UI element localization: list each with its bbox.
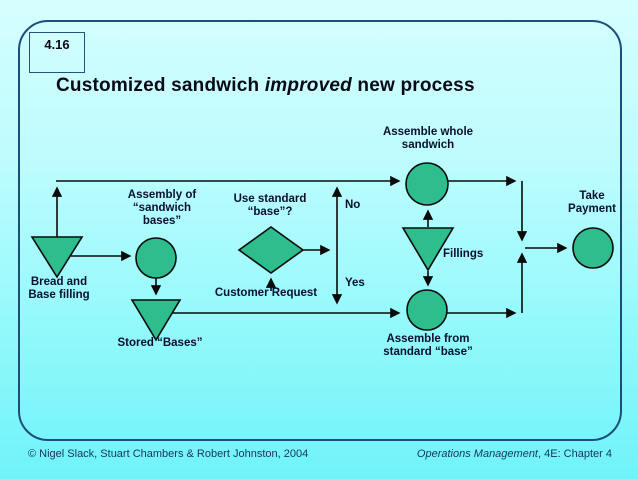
process-circle-assemble-standard [406, 289, 448, 331]
process-circle-assemble-whole [405, 162, 449, 206]
slide-number: 4.16 [44, 37, 70, 52]
footer-book-title: Operations Management [416, 448, 538, 460]
footer-copyright: © Nigel Slack, Stuart Chambers & Robert … [28, 448, 309, 460]
footer-book-reference: Operations Management, 4E: Chapter 4 [417, 448, 612, 460]
label-fillings: Fillings [443, 248, 484, 260]
inventory-triangle-fillings [401, 227, 455, 272]
inventory-triangle-bread [30, 236, 84, 279]
inventory-triangle-stored-bases [130, 299, 182, 342]
label-no: No [345, 199, 361, 211]
label-use-standard-base: Use standard “base”? [233, 193, 307, 218]
process-circle-assembly-bases [135, 237, 177, 279]
title-part2-italic: improved [264, 75, 352, 96]
label-customer-request: Customer Request [214, 287, 318, 299]
label-assembly-of-sandwich-bases: Assembly of “sandwich bases” [127, 189, 197, 227]
process-circle-take-payment [572, 227, 614, 269]
label-yes: Yes [345, 277, 365, 289]
label-assemble-whole-sandwich: Assemble whole sandwich [382, 126, 474, 151]
label-stored-bases: Stored “Bases” [117, 337, 203, 349]
label-bread-and-base-filling: Bread and Base filling [28, 276, 90, 301]
title-part1: Customized sandwich [56, 75, 265, 96]
flow-shapes [30, 162, 614, 342]
slide-title: Customized sandwich improved new process [56, 75, 475, 97]
slide-number-box: 4.16 [29, 32, 85, 73]
footer-chapter: , 4E: Chapter 4 [538, 448, 612, 460]
label-assemble-from-standard-base: Assemble from standard “base” [383, 333, 473, 358]
title-part3: new process [351, 75, 475, 96]
flow-arrows [51, 175, 568, 319]
decision-diamond-use-standard-base [237, 226, 305, 274]
label-take-payment: Take Payment [568, 190, 616, 215]
slide-frame-border [18, 20, 622, 441]
